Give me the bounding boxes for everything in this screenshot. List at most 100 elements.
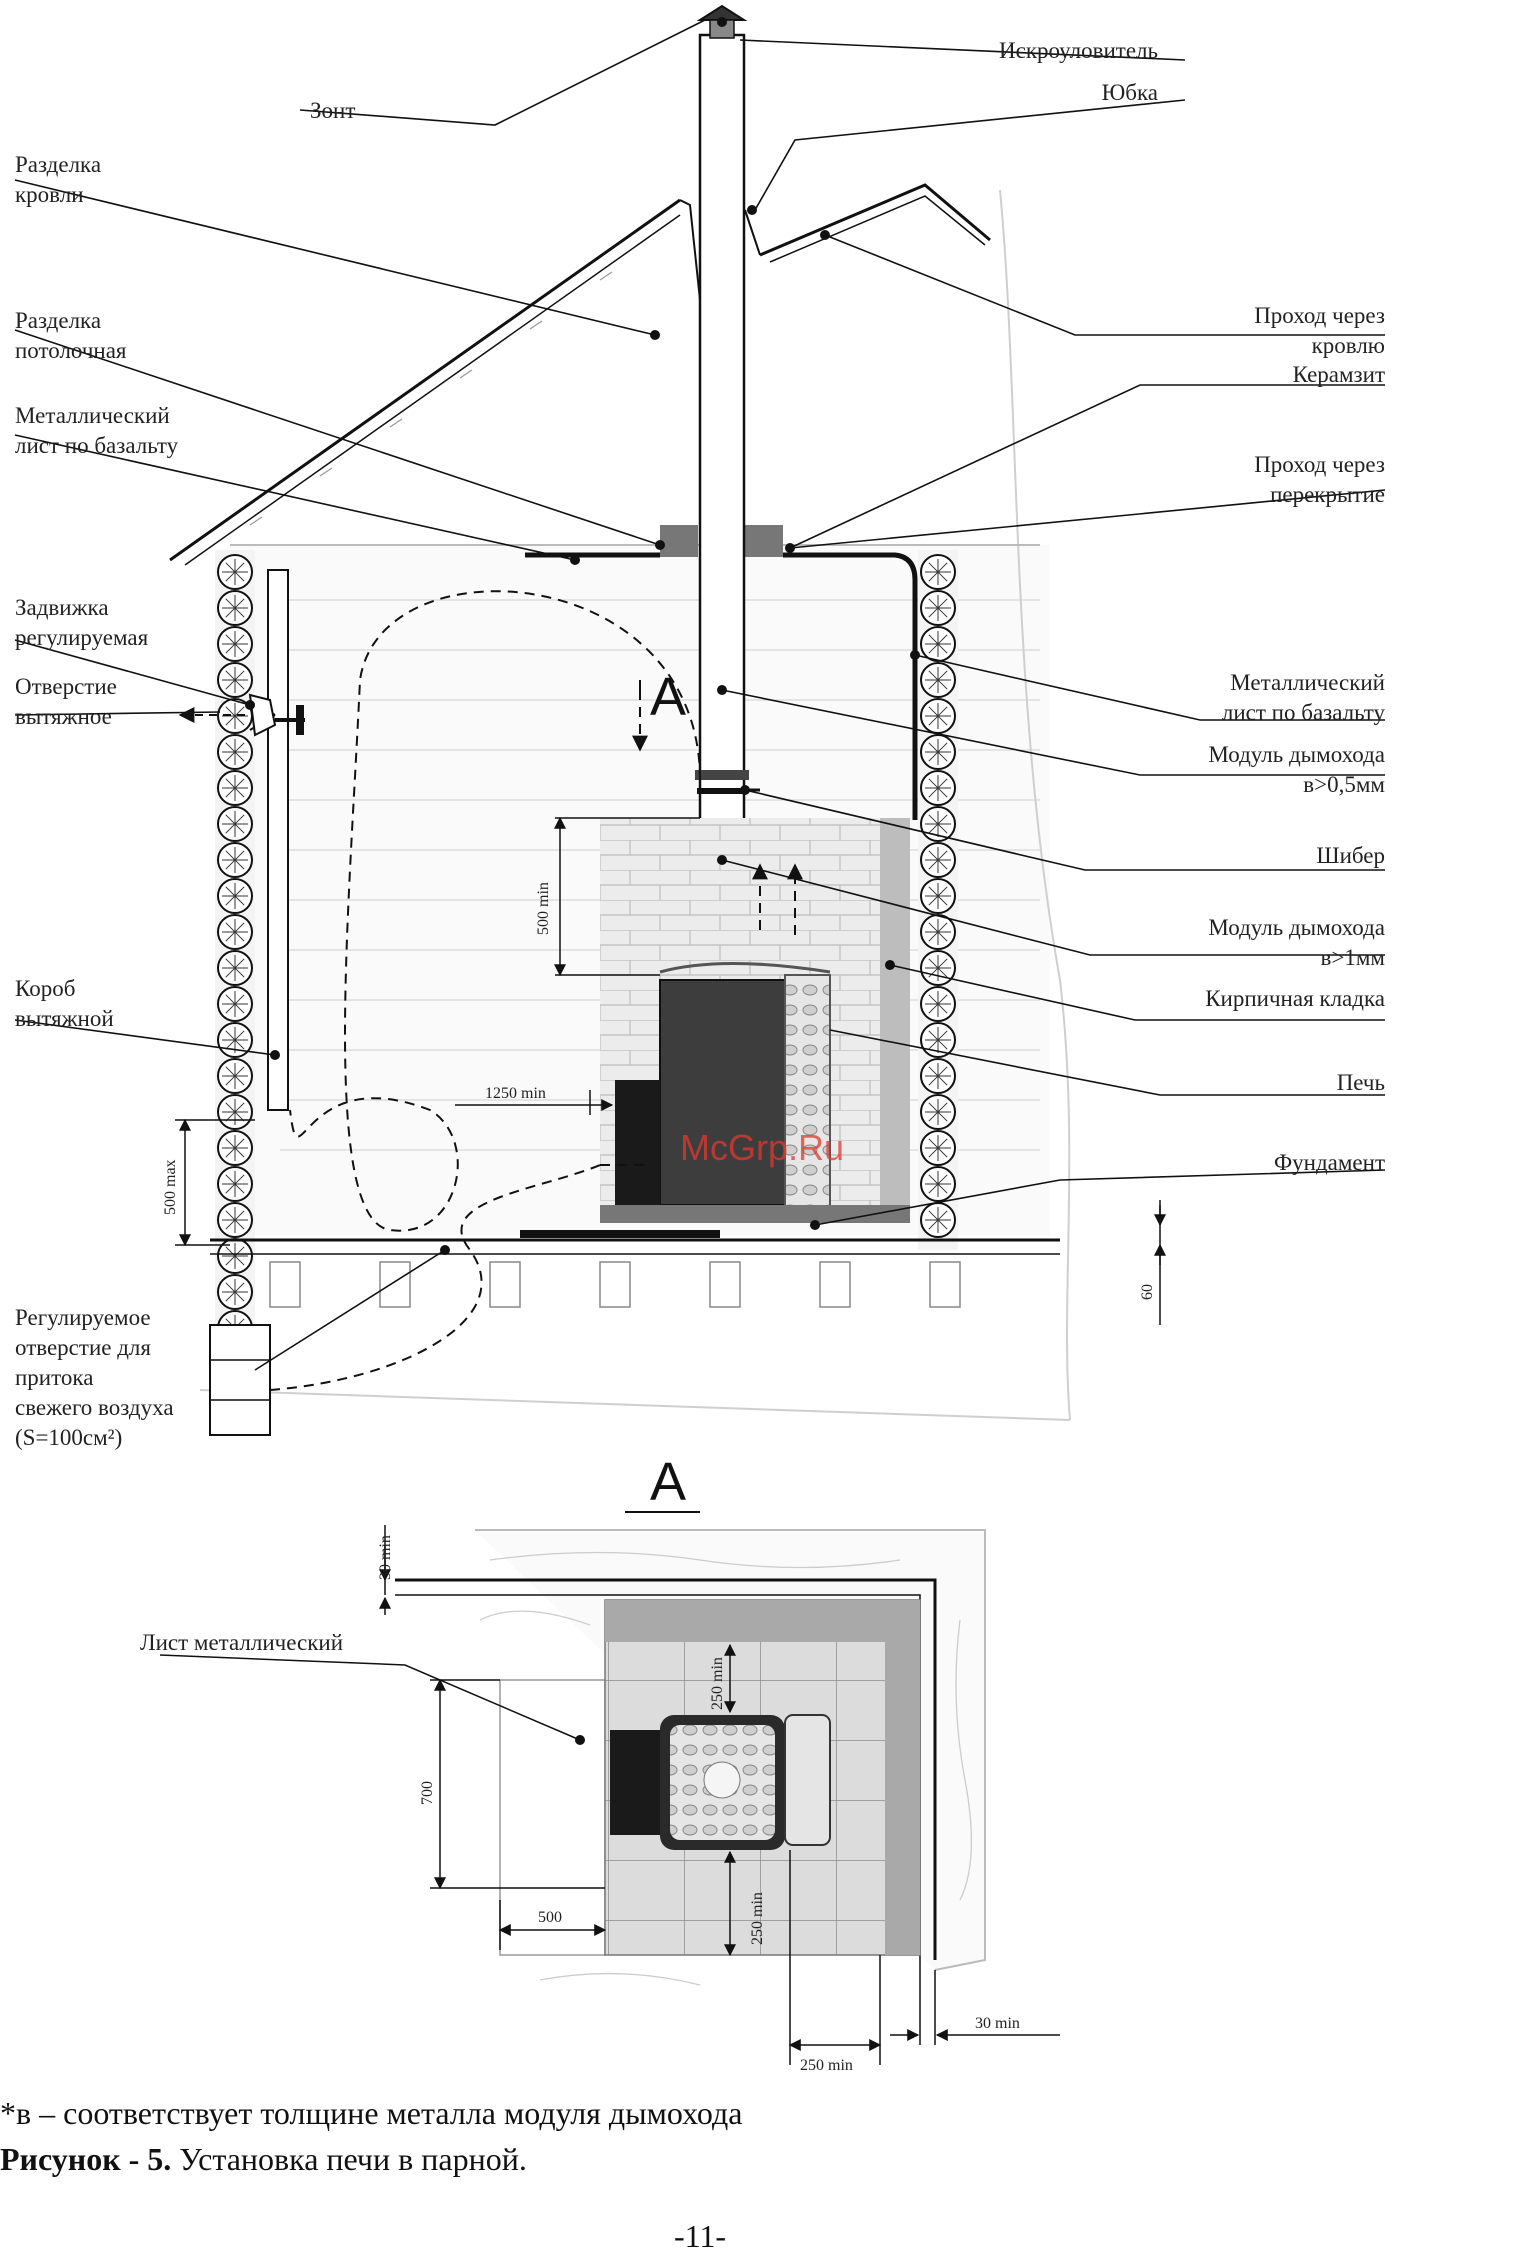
dim-500: 500 [538,1909,562,1926]
log-grain [225,598,245,618]
log-grain [225,850,245,870]
log-grain [928,742,948,762]
log-grain [225,958,245,978]
label-reg-otverstie-4: свежего воздуха [15,1395,174,1420]
label-reg-otverstie-1: Регулируемое [15,1305,151,1330]
section-a-dimension-lines [159,1525,1060,2065]
log-grain [225,706,245,726]
dim-30-min-top: 30 min [377,1535,394,1580]
label-modul-1-2: в>1мм [1321,945,1386,970]
log-grain [928,922,948,942]
dim-250-min-mid: 250 min [749,1892,766,1945]
dim-1250-min: 1250 min [485,1085,546,1102]
log-grain [928,1030,948,1050]
label-otverstie-2: вытяжное [15,704,112,729]
stove-installation-diagram: A McGrp.Ru Зонт Разделка кровли Разделка… [14,4,1386,2074]
label-fundament: Фундамент [1274,1150,1385,1175]
log-grain [225,1210,245,1230]
log-grain [225,994,245,1014]
label-razdelka-krovli-2: кровли [15,182,84,207]
label-zadvizhka-1: Задвижка [15,595,109,620]
log-grain [928,1102,948,1122]
label-razdelka-krovli-1: Разделка [15,152,101,177]
log-grain [225,1138,245,1158]
dim-250-min-top: 250 min [709,1657,726,1710]
log-grain [225,1246,245,1266]
label-prokhod-perekrytie-1: Проход через [1254,452,1385,477]
log-grain [928,598,948,618]
label-reg-otverstie-5: (S=100см²) [15,1425,122,1450]
log-grain [225,778,245,798]
label-pech: Печь [1337,1070,1385,1095]
log-grain [928,670,948,690]
label-prokhod-krovlyu-1: Проход через [1254,303,1385,328]
label-razdelka-potolochnaya-1: Разделка [15,308,101,333]
label-razdelka-potolochnaya-2: потолочная [15,338,127,363]
label-prokhod-krovlyu-2: кровлю [1312,333,1385,358]
label-met-list-right-1: Металлический [1230,670,1385,695]
log-grain [928,778,948,798]
stove [600,962,910,1223]
log-grain [928,1210,948,1230]
label-shiber: Шибер [1316,843,1385,868]
log-grain [225,1066,245,1086]
log-grain [225,1282,245,1302]
footnote: *в – соответствует толщине металла модул… [0,2095,743,2131]
roof-left [169,198,701,566]
leader-lines [14,19,1386,1371]
log-grain [928,1138,948,1158]
label-met-list-left-2: лист по базальту [15,433,179,458]
label-keramzit: Керамзит [1293,362,1385,387]
log-grain [225,1174,245,1194]
dim-250-min-bottom: 250 min [800,2057,853,2074]
log-grain [225,1030,245,1050]
log-grain [225,1102,245,1122]
exhaust-damper [248,693,277,737]
label-zadvizhka-2: регулируемая [15,625,149,650]
dim-60: 60 [1139,1284,1156,1300]
metal-sheet-right [783,552,918,820]
log-wall-left-logs [217,554,253,1382]
label-modul-05-2: в>0,5мм [1303,772,1385,797]
dim-500-min: 500 min [535,882,552,935]
dimension-lines [175,816,1166,1325]
air-inlet-vent [209,1324,271,1436]
label-list-metallicheskiy: Лист металлический [140,1630,343,1655]
label-iskrouloviteL: Искроуловитель [999,38,1158,63]
label-prokhod-perekrytie-2: перекрытие [1270,482,1385,507]
label-korob-1: Короб [15,976,75,1001]
section-title: A [650,1452,686,1512]
label-zont: Зонт [310,98,355,123]
label-reg-otverstie-2: отверстие для [15,1335,151,1360]
label-modul-05-1: Модуль дымохода [1208,742,1385,767]
log-grain [928,562,948,582]
exhaust-box [248,569,305,1111]
label-otverstie-1: Отверстие [15,674,117,699]
log-grain [225,670,245,690]
watermark: McGrp.Ru [680,1127,844,1168]
label-modul-1-1: Модуль дымохода [1208,915,1385,940]
log-grain [928,850,948,870]
label-met-list-right-2: лист по базальту [1222,700,1386,725]
log-grain [928,1066,948,1086]
log-grain [928,634,948,654]
figure-caption: Рисунок - 5. Установка печи в парной. [0,2140,527,2178]
ceiling-passage-left [660,525,698,557]
label-korob-2: вытяжной [15,1006,114,1031]
page-number: -11- [673,2218,727,2254]
log-grain [225,742,245,762]
label-reg-otverstie-3: притока [15,1365,93,1390]
label-kirpichnaya: Кирпичная кладка [1205,986,1385,1011]
label-met-list-left-1: Металлический [15,403,170,428]
log-grain [225,634,245,654]
floor [210,1230,1060,1308]
figure-text: Установка печи в парной. [171,2141,527,2177]
log-wall-right-logs [920,554,956,1238]
roof-right [744,183,991,263]
figure-label: Рисунок - 5. [0,2141,172,2177]
dim-500-max: 500 max [162,1159,179,1215]
log-grain [225,922,245,942]
log-grain [928,886,948,906]
log-grain [225,886,245,906]
section-mark: A [650,667,686,727]
